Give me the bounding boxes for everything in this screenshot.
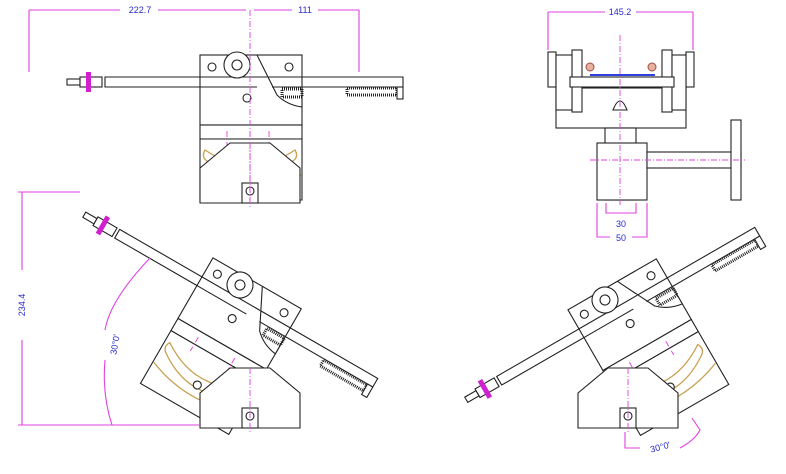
- tilted-left-view: 234.4 30°0': [17, 191, 382, 436]
- angle-left: 30°0': [108, 333, 121, 355]
- dimension-222-7: 222.7: [129, 5, 152, 15]
- tilted-right-view: 30°0': [459, 221, 768, 455]
- front-view: 222.7 111: [28, 5, 405, 208]
- dimension-50: 50: [616, 233, 626, 243]
- angle-right: 30°0': [649, 440, 672, 455]
- dimension-30: 30: [616, 219, 626, 229]
- dimension-111: 111: [298, 5, 312, 15]
- side-view: 145.2 30 50: [547, 7, 745, 243]
- dimension-234-4: 234.4: [17, 294, 27, 317]
- dimension-145-2: 145.2: [609, 7, 632, 17]
